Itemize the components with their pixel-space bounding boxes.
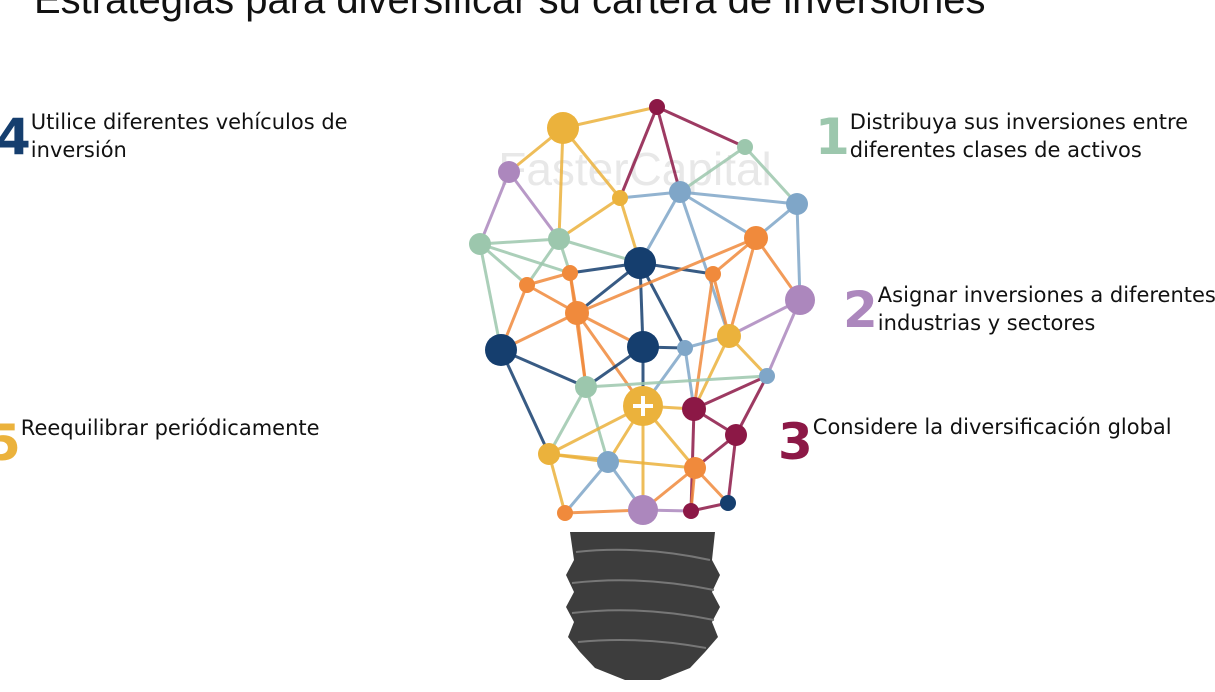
network-edge <box>679 190 798 206</box>
network-edge <box>547 386 588 455</box>
page-title: Estrategias para diversificar su cartera… <box>34 0 986 22</box>
item-text: Asignar inversiones a diferentes <box>877 283 1215 307</box>
item-text: Distribuya sus inversiones entre <box>849 110 1189 134</box>
network-node <box>744 226 768 250</box>
network-node <box>627 331 659 363</box>
network-node <box>519 277 535 293</box>
network-edge <box>499 349 551 455</box>
item-1: 1 Distribuya sus inversiones entre difere… <box>815 108 1188 164</box>
network-node <box>612 190 628 206</box>
network-edge <box>726 434 738 504</box>
network-edge <box>693 374 768 411</box>
network-edge <box>575 312 588 388</box>
item-text: inversión <box>30 138 127 162</box>
item-3: 3 Considere la diversificación global <box>778 413 1172 467</box>
bulb-base <box>566 532 720 680</box>
network-edge <box>679 190 757 240</box>
network-edge <box>727 237 758 337</box>
network-edge <box>679 145 746 194</box>
plus-icon <box>633 396 653 416</box>
watermark: FasterCapital <box>498 143 772 195</box>
network-node <box>628 495 658 525</box>
network-edge <box>692 335 731 410</box>
item-number: 2 <box>843 281 878 339</box>
network-edge <box>478 171 511 245</box>
network-node <box>469 233 491 255</box>
network-edge <box>563 461 610 514</box>
network-node <box>575 376 597 398</box>
item-text: diferentes clases de activos <box>849 138 1142 162</box>
network-node <box>597 451 619 473</box>
network-edge <box>507 171 561 240</box>
network-edge <box>557 127 565 240</box>
network-node <box>562 265 578 281</box>
network-node <box>485 334 517 366</box>
network-edge <box>478 243 503 351</box>
network-node <box>684 457 706 479</box>
network-node <box>669 181 691 203</box>
network-edge <box>655 106 682 193</box>
item-text: Considere la diversificación global <box>812 415 1172 439</box>
network-edge <box>795 203 802 301</box>
item-number: 3 <box>778 413 813 471</box>
network-edge <box>562 105 658 130</box>
network-edge <box>734 375 769 436</box>
network-edge <box>638 262 687 349</box>
network-edge <box>479 237 560 246</box>
network-edge <box>479 242 571 275</box>
item-2: 2 Asignar inversiones a diferentes indust… <box>843 281 1215 337</box>
network-edge <box>548 452 696 470</box>
network-node <box>786 193 808 215</box>
network-node <box>725 424 747 446</box>
item-text: Reequilibrar periódicamente <box>20 416 320 440</box>
item-number: 1 <box>815 108 850 166</box>
network-node <box>649 99 665 115</box>
network-edge <box>618 106 659 199</box>
network-edge <box>743 145 799 206</box>
network-edge <box>576 236 757 315</box>
network-node <box>557 505 573 521</box>
network-node <box>547 112 579 144</box>
network-node <box>737 139 753 155</box>
item-4: 4 Utilice diferentes vehículos de inversi… <box>0 108 348 164</box>
network-node <box>705 266 721 282</box>
network-edge <box>585 374 768 389</box>
network-node <box>683 503 699 519</box>
network-node <box>498 161 520 183</box>
network-node <box>538 443 560 465</box>
network-node <box>677 340 693 356</box>
network-edge <box>656 105 746 149</box>
item-number: 4 <box>0 108 31 166</box>
item-5: 5 Reequilibrar periódicamente <box>0 414 320 468</box>
network-node <box>785 285 815 315</box>
network-node <box>720 495 736 511</box>
network-edge <box>558 196 621 241</box>
network-edge <box>584 386 610 463</box>
network-edge <box>678 191 731 337</box>
network-node <box>624 247 656 279</box>
network-node <box>565 301 589 325</box>
item-text: Utilice diferentes vehículos de <box>30 110 348 134</box>
network-node <box>548 228 570 250</box>
item-number: 5 <box>0 414 21 472</box>
network-node <box>682 397 706 421</box>
item-text: industrias y sectores <box>877 311 1096 335</box>
network-node <box>717 324 741 348</box>
network-node <box>759 368 775 384</box>
